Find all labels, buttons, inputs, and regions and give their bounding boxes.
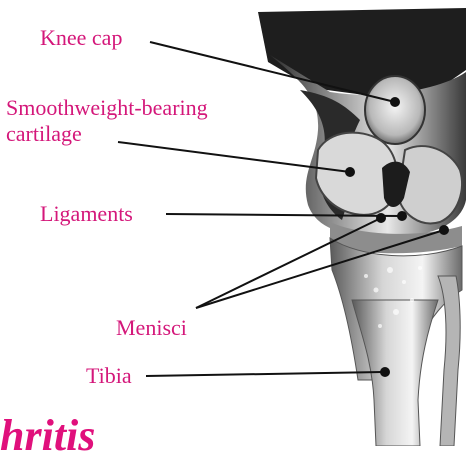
marker-knee-cap — [390, 97, 400, 107]
label-ligaments: Ligaments — [40, 202, 133, 226]
brand-title-fragment: hritis — [0, 414, 95, 458]
marker-menisci-left — [376, 213, 386, 223]
marker-tibia — [380, 367, 390, 377]
label-cartilage-line1: Smoothweight-bearing — [6, 96, 208, 120]
label-cartilage-line2: cartilage — [6, 122, 82, 146]
label-menisci: Menisci — [116, 316, 187, 340]
femur-shaft — [258, 8, 466, 96]
marker-ligaments — [397, 211, 407, 221]
label-knee-cap: Knee cap — [40, 26, 122, 50]
knee-anatomy-diagram: Knee cap Smoothweight-bearing cartilage … — [0, 0, 466, 446]
knee-cap — [365, 76, 425, 144]
label-tibia: Tibia — [86, 364, 132, 388]
marker-menisci-right — [439, 225, 449, 235]
marker-cartilage — [345, 167, 355, 177]
leader-tibia — [146, 372, 385, 376]
